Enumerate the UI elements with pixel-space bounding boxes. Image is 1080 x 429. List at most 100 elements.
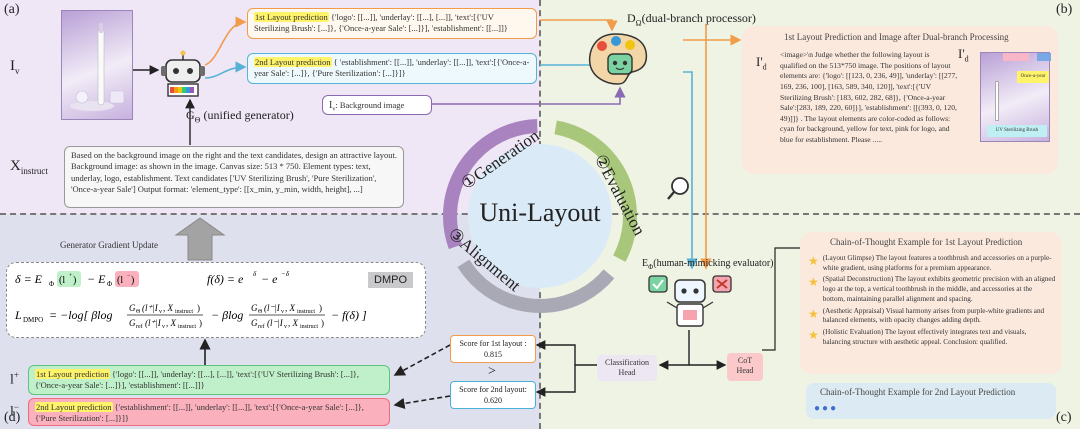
svg-text:(l⁺|I: (l⁺|I — [142, 303, 159, 313]
svg-text:, X: , X — [163, 303, 174, 313]
toothbrush-image-icon — [70, 23, 125, 111]
svg-text:ref: ref — [258, 323, 265, 330]
processed-box-title: 1st Layout Prediction and Image after Du… — [784, 32, 1009, 42]
product-background-image — [61, 10, 133, 120]
positive-layout-symbol: l+ — [10, 370, 19, 388]
svg-text:− e: − e — [261, 272, 278, 286]
cot-item: ★ (Aesthetic Appraisal) Visual harmony a… — [808, 306, 1045, 325]
cot-item: ★ (Layout Glimpse) The layout features a… — [808, 254, 1052, 272]
star-icon: ★ — [808, 328, 819, 343]
instruction-label: Xinstruct — [10, 158, 48, 176]
svg-text:, X: , X — [166, 318, 177, 328]
svg-text:, X: , X — [288, 318, 299, 328]
negative-layout-symbol: l− — [10, 402, 19, 420]
cot-example-2-title: Chain-of-Thought Example for 2nd Layout … — [820, 387, 1016, 397]
svg-text:(l: (l — [117, 275, 123, 286]
svg-text:): ) — [73, 275, 76, 286]
svg-text:δ: δ — [253, 270, 257, 278]
panel-label-b: (b) — [1056, 2, 1073, 17]
cot-item: ★ (Holistic Evaluation) The layout effec… — [808, 328, 1027, 346]
cot-example-2-box: Chain-of-Thought Example for 2nd Layout … — [806, 383, 1056, 419]
processed-image-label-left: I'd — [756, 54, 767, 72]
svg-text:G: G — [251, 303, 258, 313]
prediction-1-text: {'logo': [[...]], 'underlay': [[...], [.… — [254, 12, 508, 34]
svg-text:v: v — [284, 324, 287, 330]
generator-robot-icon — [161, 50, 205, 97]
svg-text:v: v — [162, 324, 165, 330]
svg-text:(l⁻|I: (l⁻|I — [264, 303, 281, 313]
svg-text:− E: − E — [87, 272, 106, 286]
star-icon: ★ — [808, 306, 819, 321]
positive-layout-label: 1st Layout prediction — [35, 369, 110, 379]
processed-mini-image: Once-a-year Sale UV Sterilizing Brush — [980, 52, 1051, 142]
svg-text:+: + — [69, 273, 73, 279]
svg-text:): ) — [131, 275, 134, 286]
classification-head: Classification Head — [597, 355, 657, 381]
palette-processor-icon — [588, 33, 648, 85]
positive-layout-box: 1st Layout prediction {'logo': [[...]], … — [28, 365, 390, 395]
svg-text:v: v — [281, 309, 284, 315]
svg-text:−δ: −δ — [281, 270, 290, 278]
svg-text:= −log[ βlog: = −log[ βlog — [49, 308, 113, 322]
svg-text:instruct: instruct — [297, 309, 315, 315]
svg-text:): ) — [197, 303, 200, 313]
gradient-update-label: Generator Gradient Update — [60, 240, 158, 250]
cot-example-1-box: Chain-of-Thought Example for 1st Layout … — [800, 232, 1062, 374]
svg-text:G: G — [129, 303, 136, 313]
generator-label: GΘ (unified generator) — [186, 108, 294, 125]
panel-label-c: (c) — [1056, 410, 1072, 425]
establishment-region-marker — [1037, 53, 1051, 61]
cycle-ring — [443, 118, 637, 313]
logo-region-marker — [1003, 53, 1029, 61]
svg-text:instruct: instruct — [178, 324, 196, 330]
dmpo-formula: δ = E Φ (l + ) − E Φ (l − ) f(δ) = e δ −… — [14, 270, 367, 330]
svg-text:(l⁻|I: (l⁻|I — [267, 318, 284, 328]
svg-text:instruct: instruct — [175, 309, 193, 315]
prediction-2-text: { 'establishment': [[...]], 'underlay': … — [254, 57, 530, 79]
svg-text:v: v — [159, 309, 162, 315]
svg-text:(l: (l — [59, 275, 65, 286]
prediction-2-label: 2nd Layout prediction — [254, 57, 332, 67]
background-image-box: Iv: Background image — [322, 95, 432, 115]
negative-layout-box: 2nd Layout prediction {'establishment': … — [28, 398, 390, 426]
mini-text-sale: Once-a-year Sale — [1017, 71, 1049, 83]
svg-text:δ = E: δ = E — [15, 272, 43, 286]
star-icon: ★ — [808, 275, 819, 290]
svg-text:instruct: instruct — [300, 324, 318, 330]
evaluator-robot-icon — [648, 275, 732, 327]
panel-label-a: (a) — [4, 2, 20, 17]
greater-than-symbol: > — [488, 364, 496, 379]
dmpo-tag: DMPO — [368, 272, 413, 288]
negative-layout-text: {'establishment': [[...]], 'underlay': [… — [35, 402, 364, 424]
processed-layout-box: 1st Layout Prediction and Image after Du… — [742, 26, 1058, 174]
cot-example-1-title: Chain-of-Thought Example for 1st Layout … — [830, 237, 1023, 247]
svg-text:− βlog: − βlog — [211, 308, 243, 322]
processed-box-text: <image>\n Judge whether the following la… — [780, 50, 958, 144]
panel-label-d: (d) — [4, 410, 21, 425]
ellipsis-dots: ●●● — [814, 403, 839, 414]
instruction-box: Based on the background image on the rig… — [64, 146, 404, 208]
score-2-box: Score for 2nd layout: 0.620 — [450, 381, 536, 409]
cot-items-list: ★ (Layout Glimpse) The layout features a… — [808, 254, 1056, 347]
svg-text:): ) — [319, 303, 322, 313]
magnifier-icon — [667, 177, 689, 200]
svg-text:L: L — [14, 308, 22, 322]
score-1-label: Score for 1st layout : — [459, 339, 527, 348]
score-1-value: 0.815 — [484, 350, 502, 360]
score-2-value: 0.620 — [484, 396, 502, 406]
mini-text-brush: UV Sterilizing Brush — [987, 125, 1047, 137]
svg-text:Φ: Φ — [49, 280, 54, 288]
svg-text:f(δ) = e: f(δ) = e — [207, 272, 244, 286]
dmpo-formula-box: δ = E Φ (l + ) − E Φ (l − ) f(δ) = e δ −… — [6, 262, 426, 338]
score-2-label: Score for 2nd layout: — [459, 385, 527, 394]
evaluator-label: EΦ(human-mimicking evaluator) — [642, 258, 774, 271]
cot-item: ★ (Spatial Deconstruction) The layout ex… — [808, 275, 1056, 303]
svg-text:(l⁺|I: (l⁺|I — [145, 318, 162, 328]
prediction-1-label: 1st Layout prediction — [254, 12, 329, 22]
image-input-label: Iv — [10, 58, 20, 76]
svg-text:): ) — [199, 318, 202, 328]
svg-text:Θ: Θ — [258, 309, 263, 315]
svg-text:Θ: Θ — [136, 309, 141, 315]
score-1-box: Score for 1st layout : 0.815 — [450, 335, 536, 363]
cot-head: CoT Head — [727, 353, 763, 381]
